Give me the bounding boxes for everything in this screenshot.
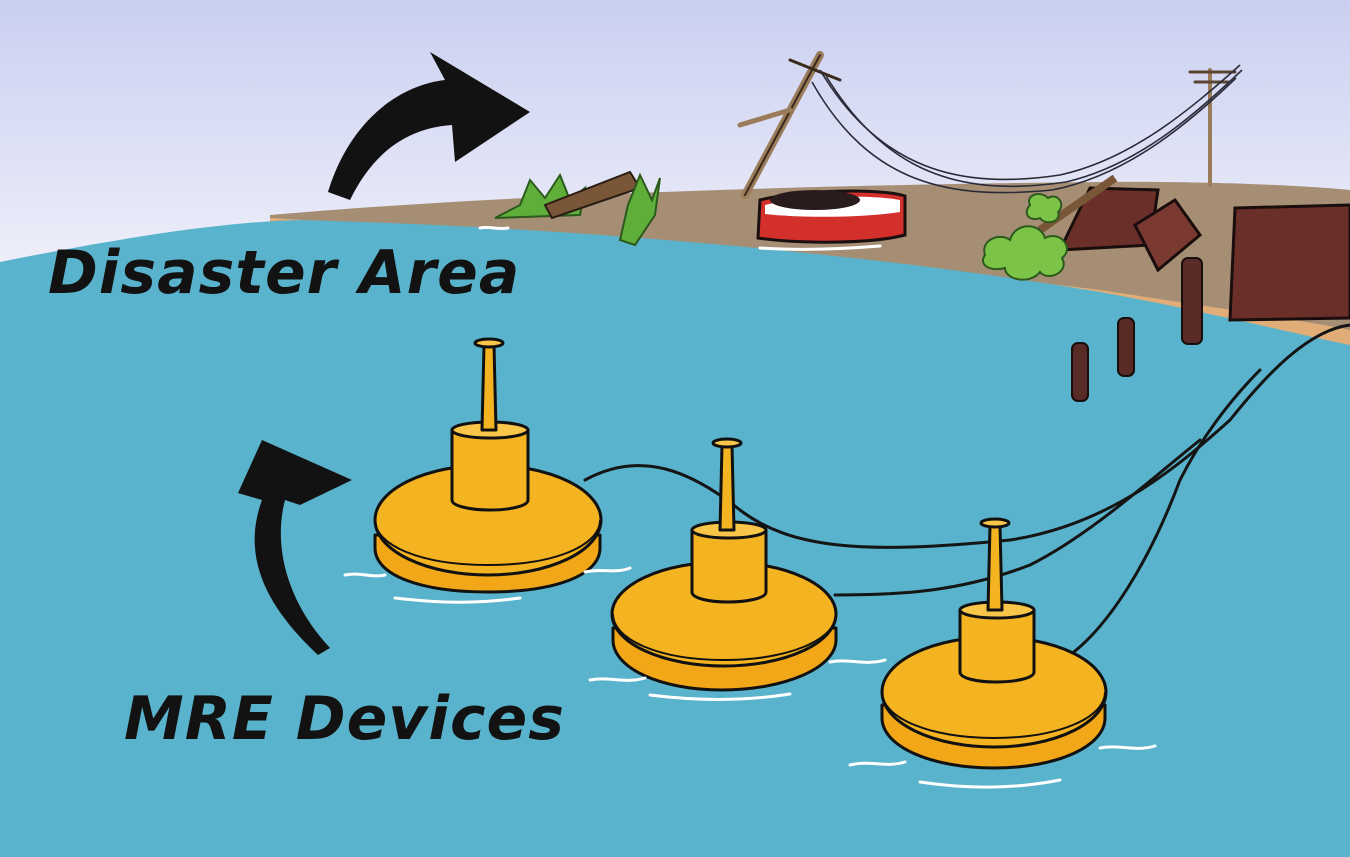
- buoy-icon: [610, 437, 838, 692]
- pier-posts: [1071, 257, 1203, 402]
- power-cables: [583, 323, 1350, 657]
- disaster-area-label: Disaster Area: [48, 238, 521, 308]
- mre-devices-label: MRE Devices: [124, 684, 565, 754]
- water: [0, 220, 1350, 857]
- tree-icon: [494, 170, 661, 247]
- power-lines: [811, 64, 1243, 194]
- water-waves: [343, 225, 1157, 789]
- curved-arrow-icon: [238, 440, 352, 655]
- power-pole-icon: [737, 51, 842, 199]
- boat-icon: [756, 189, 907, 244]
- house-debris: [1037, 174, 1350, 322]
- power-pole-icon: [1188, 68, 1237, 187]
- tree-icon: [982, 193, 1068, 281]
- buoy-icon: [880, 517, 1108, 770]
- buoy-icon: [373, 337, 603, 594]
- curved-arrow-icon: [328, 52, 530, 200]
